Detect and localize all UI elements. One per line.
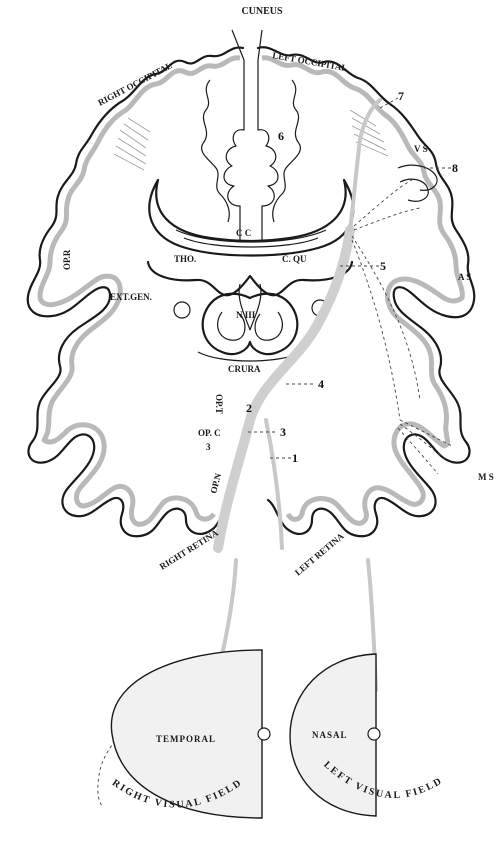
left-fixation-point [368, 728, 380, 740]
corpus-callosum-outline [149, 180, 353, 256]
crura-outline [203, 294, 298, 354]
ext-gen-body-right [174, 302, 190, 318]
cuneus-pointer-line-left [258, 30, 262, 60]
label-op-t: OP.T [214, 394, 224, 414]
label-left-retina: LEFT RETINA [293, 531, 346, 578]
label-ext-gen: EXT.GEN. [110, 292, 152, 302]
label-temporal: TEMPORAL [156, 734, 216, 744]
label-num-3b: 3 [206, 442, 211, 452]
label-opr: OP.R [62, 249, 72, 270]
label-num-1: 1 [292, 451, 298, 465]
ventricles [149, 180, 353, 256]
label-n-iii: N III [236, 310, 256, 320]
label-op-c: OP. C [198, 428, 221, 438]
label-crura: CRURA [228, 364, 261, 374]
left-cuneus-gyri [258, 60, 278, 240]
label-cc: C C [236, 228, 251, 238]
label-tho: THO. [174, 254, 196, 264]
thalamus-outline [148, 262, 352, 295]
left-calcarine-fold [273, 80, 301, 222]
label-cqu: C. QU [282, 254, 307, 264]
label-num-2: 2 [246, 401, 252, 415]
right-calcarine-fold [202, 80, 230, 222]
label-num-3: 3 [280, 425, 286, 439]
label-as: A S [458, 272, 471, 282]
crura-inner-left [255, 312, 282, 340]
n-iii-root [239, 284, 261, 330]
radiation-fibre-3 [354, 208, 420, 230]
radiation-fibre-2 [352, 240, 400, 420]
label-num-7: 7 [398, 89, 404, 103]
brain-outline [28, 47, 475, 536]
label-num-4: 4 [318, 377, 324, 391]
label-ms: M S [478, 472, 494, 482]
right-cuneus-gyri [224, 60, 244, 240]
occipital-hatching [114, 110, 388, 170]
label-vs: V S [414, 144, 428, 154]
label-right-retina: RIGHT RETINA [158, 527, 221, 571]
label-num-5: 5 [380, 259, 386, 273]
label-nasal: NASAL [312, 730, 348, 740]
right-fixation-point [258, 728, 270, 740]
label-cuneus: CUNEUS [241, 6, 283, 17]
label-op-n: OP.N [208, 472, 223, 495]
optic-nerve-left [266, 420, 282, 548]
label-num-8: 8 [452, 161, 458, 175]
label-num-6: 6 [278, 129, 284, 143]
